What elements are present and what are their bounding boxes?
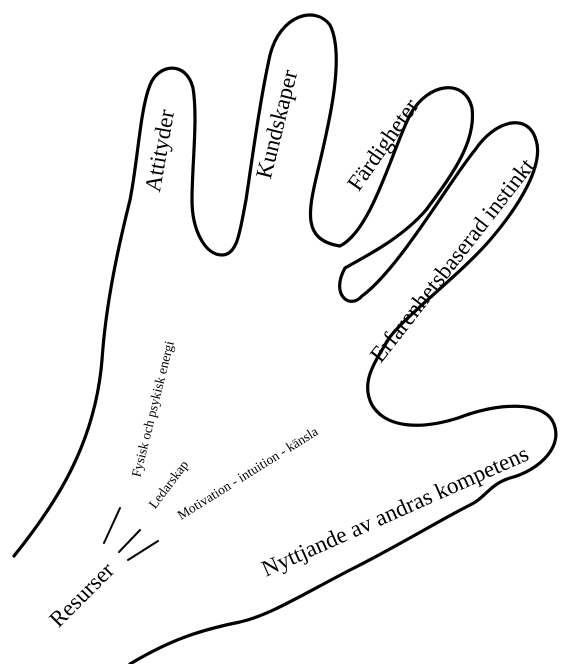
palm-labels: Fysisk och psykisk energi Ledarskap Moti…: [44, 339, 320, 632]
finger-label-instinkt: Erfarenhetsbaserad instinkt: [365, 153, 540, 367]
connector-lines: [104, 508, 158, 560]
finger-label-kompetens: Nyttjande av andras kompetens: [258, 441, 533, 582]
palm-label-root: Resurser: [44, 557, 119, 632]
connector-ledarskap: [119, 530, 140, 552]
connector-motivation: [128, 541, 158, 560]
palm-label-motivation: Motivation - intuition - känsla: [175, 424, 321, 523]
palm-label-energi: Fysisk och psykisk energi: [128, 339, 176, 478]
connector-energi: [104, 508, 120, 543]
finger-label-attityder: Attityder: [140, 107, 179, 193]
